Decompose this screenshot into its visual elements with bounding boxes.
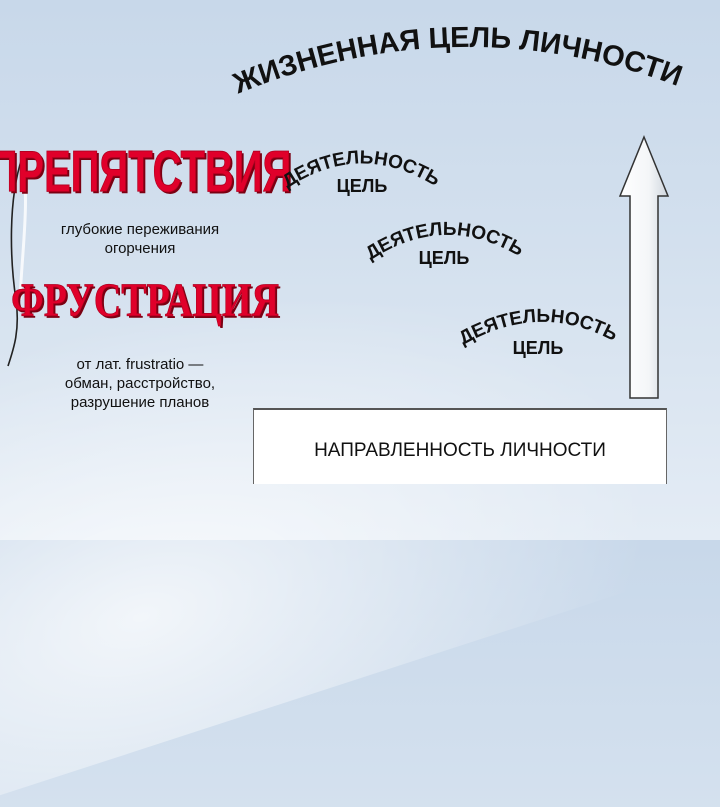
obstacles-heading-shadow: ПРЕПЯТСТВИЯ (0, 141, 293, 206)
diagram-canvas: ЖИЗНЕННАЯ ЦЕЛЬ ЛИЧНОСТИ ПРЕПЯТСТВИЯ ПРЕП… (0, 22, 686, 399)
up-arrow-icon (618, 135, 670, 399)
frustration-description: от лат. frustratio — обман, расстройство… (20, 355, 260, 412)
frustration-line-1: от лат. frustratio — (76, 356, 204, 373)
frustration-line-2: обман, расстройство, (64, 375, 216, 392)
bracket-line (7, 157, 23, 367)
goal-label-1: ЦЕЛЬ (337, 176, 388, 196)
goal-label-2: ЦЕЛЬ (419, 248, 470, 268)
obstacles-description: глубокие переживания огорчения (20, 220, 260, 258)
bracket-highlight (18, 157, 27, 301)
goal-label-3: ЦЕЛЬ (513, 338, 564, 358)
obstacles-line-1: глубокие переживания (60, 221, 220, 238)
personality-direction-box: НАПРАВЛЕННОСТЬ ЛИЧНОСТИ (253, 408, 667, 484)
frustration-heading-shadow: ФРУСТРАЦИЯ (13, 277, 281, 329)
title-arc: ЖИЗНЕННАЯ ЦЕЛЬ ЛИЧНОСТИ (228, 22, 686, 101)
obstacles-heading: ПРЕПЯТСТВИЯ (0, 139, 291, 204)
frustration-line-3: разрушение планов (70, 394, 210, 411)
obstacles-line-2: огорчения (104, 240, 176, 257)
personality-direction-label: НАПРАВЛЕННОСТЬ ЛИЧНОСТИ (314, 440, 606, 461)
frustration-heading: ФРУСТРАЦИЯ (11, 275, 279, 327)
